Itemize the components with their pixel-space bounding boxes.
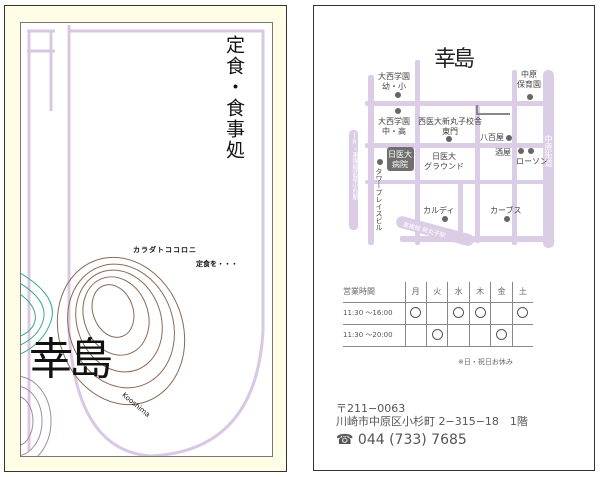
map-label-greengrocer: 八百屋 [480, 133, 504, 142]
tagline-line-1: カラダトココロニ [133, 246, 197, 254]
hours-cell [468, 324, 491, 347]
open-circle-icon [517, 306, 529, 318]
tagline-line-2: 定食を・・・ [196, 260, 238, 268]
hours-cell [468, 302, 491, 325]
business-hours-table: 営業時間 月 火 水 木 金 土 11:30 〜16:00 11:30 〜20:… [343, 282, 533, 347]
front-decoration [21, 25, 265, 456]
hours-cell [447, 302, 470, 325]
day-thu: 木 [468, 282, 491, 303]
map-label-lawson: ローソン [516, 157, 548, 166]
shop-location-marker [476, 105, 510, 115]
day-wed: 水 [447, 282, 470, 303]
hours-row: 11:30 〜16:00 [343, 302, 533, 325]
map-label-hospital: 日医大病院 [388, 150, 412, 169]
map-label-curves: カーブス [490, 206, 522, 215]
map-label-kaldi: カルディ [423, 206, 455, 215]
hours-cell [511, 302, 533, 325]
open-circle-icon [453, 306, 465, 318]
hours-cell [425, 302, 448, 325]
map-label-ground: 日医大グラウンド [424, 152, 464, 171]
open-circle-icon [474, 306, 486, 318]
map-label-school-elem: 大西学園幼・小 [378, 72, 410, 91]
map-label-nakahara-road: 中原街道 [544, 135, 553, 167]
hours-time: 11:30 〜20:00 [343, 324, 405, 347]
map-label-jr-station: JR・東横線武蔵小杉駅 [351, 132, 358, 200]
address: 川崎市中原区小杉町 2−315−18 1階 [336, 415, 528, 428]
day-fri: 金 [490, 282, 513, 303]
hours-cell [490, 324, 513, 347]
phone-row: ☎ 044 (733) 7685 [336, 432, 467, 448]
map-label-school-mid: 大西学園中・高 [378, 117, 410, 136]
hours-cell [425, 324, 448, 347]
hours-cell [404, 302, 427, 325]
phone-number: 044 (733) 7685 [357, 432, 467, 448]
phone-icon: ☎ [336, 432, 354, 448]
day-mon: 月 [404, 282, 427, 303]
open-circle-icon [496, 328, 508, 340]
day-sat: 土 [511, 282, 533, 303]
back-logo: 幸島 [434, 47, 475, 72]
postal-code: 〒211−0063 [336, 402, 406, 415]
hours-cell [404, 324, 427, 347]
hours-time: 11:30 〜16:00 [343, 302, 405, 325]
hours-cell [511, 324, 533, 347]
map-label-tower: タワープレイスビル [375, 168, 383, 231]
front-title: 定食・食事処 [223, 35, 245, 161]
hours-cell [447, 324, 470, 347]
hours-cell [490, 302, 513, 325]
hours-row: 11:30 〜20:00 [343, 324, 533, 347]
map-label-liquor: 酒屋 [495, 148, 511, 157]
hours-header: 営業時間 [343, 282, 405, 303]
front-card: 定食・食事処 カラダトココロニ 定食を・・・ 幸島 Kooshima [20, 22, 273, 457]
map-label-nursery: 中原保育園 [517, 70, 541, 89]
map-label-campus-gate: 西医大新丸子校舎東門 [418, 117, 482, 136]
closed-days-note: ※日・祝日お休み [458, 358, 513, 366]
open-circle-icon [431, 328, 443, 340]
day-tue: 火 [425, 282, 448, 303]
front-logo: 幸島 [29, 334, 113, 385]
open-circle-icon [410, 306, 422, 318]
